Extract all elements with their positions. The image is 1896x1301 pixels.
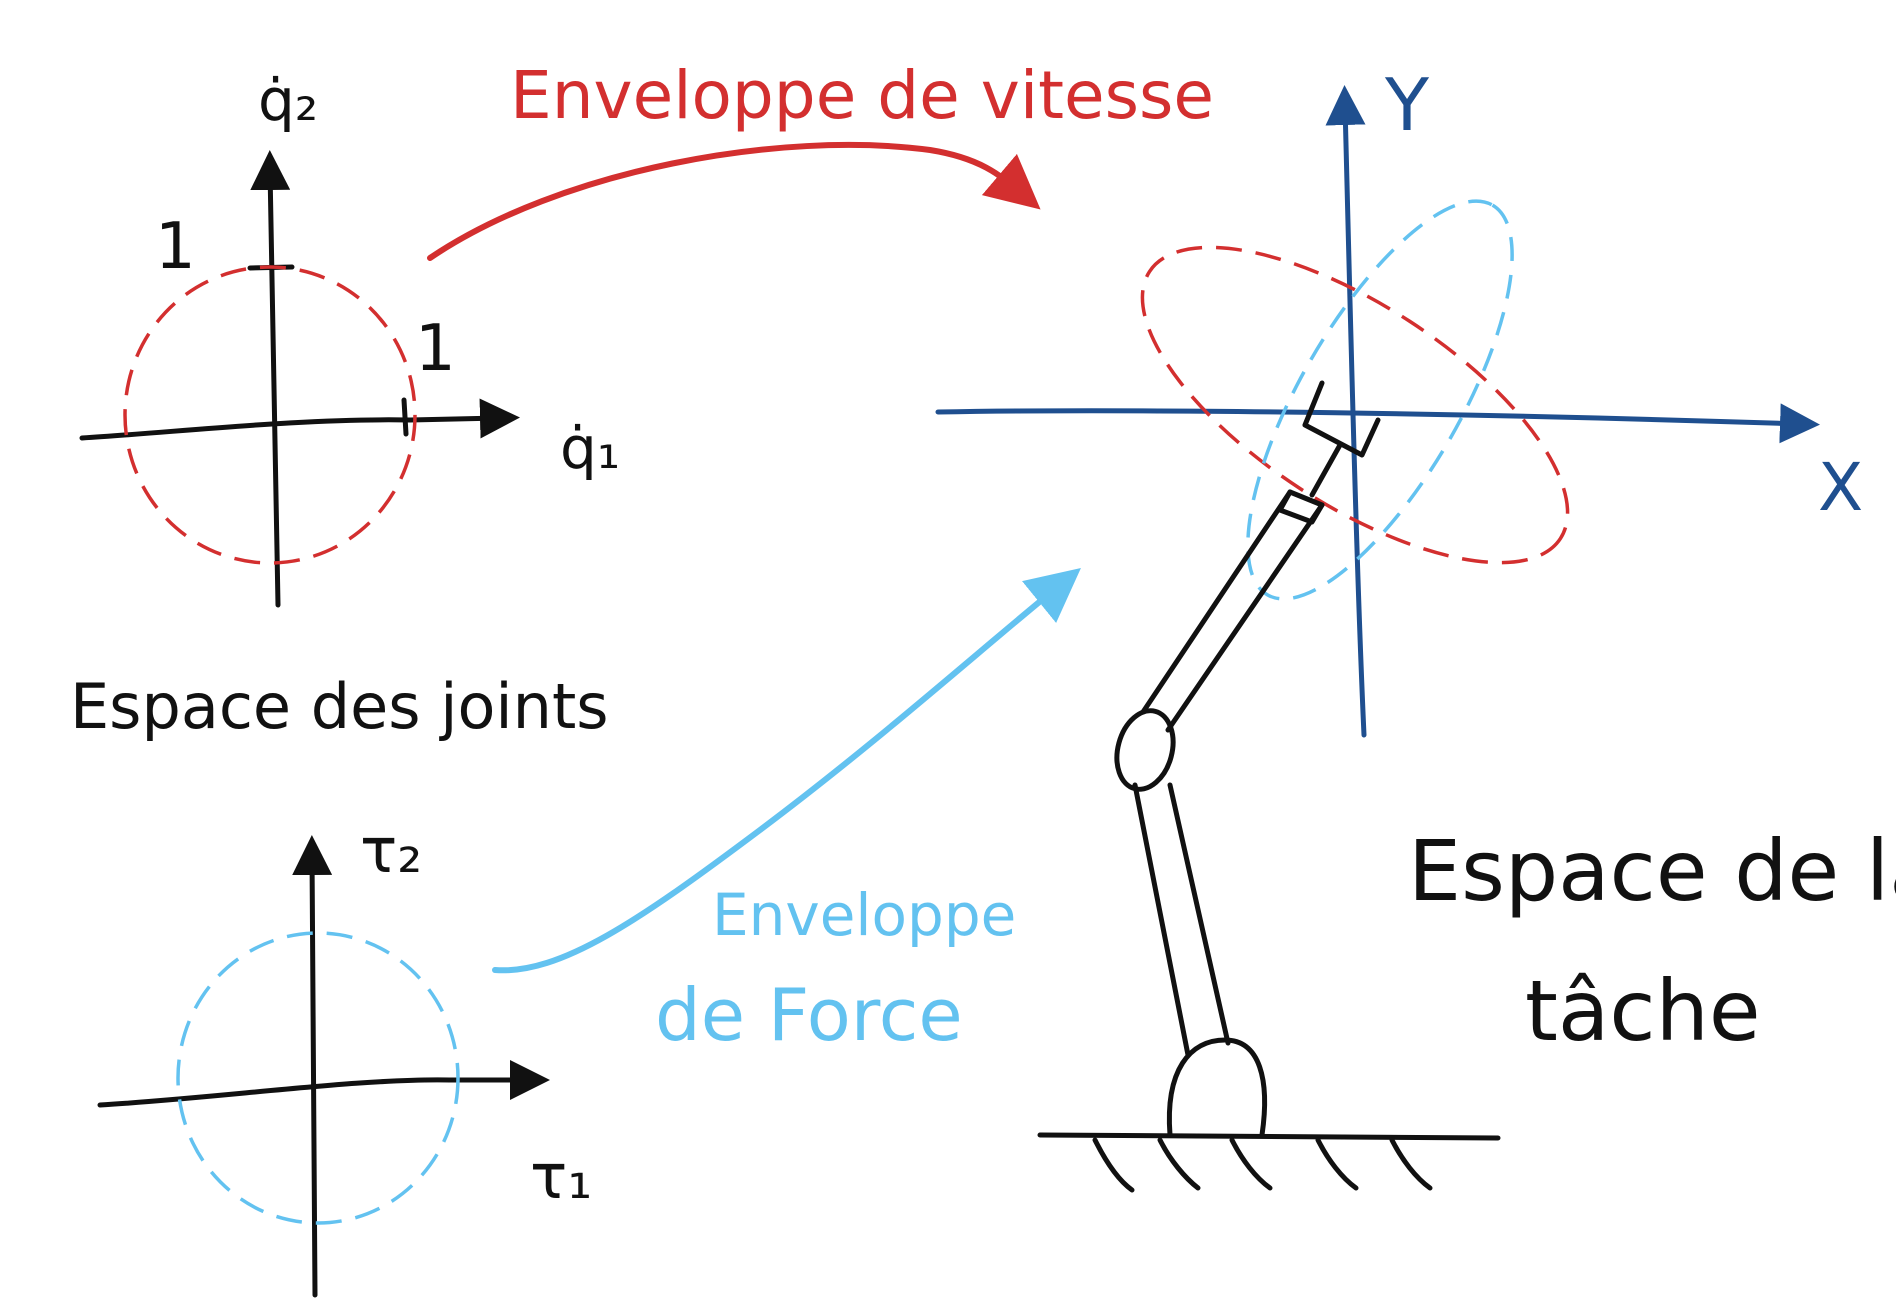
force-mapping-arrow [492, 567, 1081, 974]
joint-x-axis-label: q̇₁ [560, 414, 620, 482]
task-y-axis [1325, 85, 1367, 738]
task-force-ellipse [1246, 199, 1514, 601]
task-x-axis [935, 403, 1820, 444]
robot-arm [1037, 380, 1501, 1193]
ground-hatch-2 [1157, 1137, 1201, 1191]
task-space-title-line2: tâche [1525, 962, 1761, 1060]
robot-wrist [1277, 489, 1325, 525]
torque-space-plot: τ₂ τ₁ [97, 814, 592, 1298]
ground-line [1037, 1132, 1501, 1141]
task-y-axis-label: Y [1384, 63, 1430, 147]
joint-tick-y-label: 1 [155, 210, 196, 284]
velocity-envelope-label: Enveloppe de vitesse [510, 57, 1214, 134]
ground-hatch-1 [1092, 1137, 1135, 1193]
joint-y-axis-label: q̇₂ [258, 66, 318, 134]
task-space-title-line1: Espace de la [1408, 822, 1896, 920]
robot-lower-link [1132, 782, 1231, 1058]
ground-hatch-4 [1315, 1137, 1359, 1191]
force-envelope-label-line1: Enveloppe [712, 881, 1016, 949]
joint-space-plot: 1 1 q̇₂ q̇₁ Espace des joints [70, 66, 620, 743]
joint-y-axis [250, 150, 291, 608]
task-space-plot: Y X Espace de la tâche [935, 63, 1896, 1193]
ground-hatch-3 [1229, 1137, 1273, 1191]
joint-tick-x [401, 397, 409, 437]
torque-y-axis-label: τ₂ [360, 814, 422, 887]
torque-x-axis [97, 1060, 550, 1108]
torque-force-circle [176, 931, 460, 1225]
robot-upper-link [1140, 489, 1325, 733]
torque-y-axis [292, 835, 333, 1298]
velocity-mapping-arrow [427, 141, 1041, 261]
joint-tick-x-label: 1 [415, 312, 456, 386]
robot-elbow-joint [1114, 708, 1176, 792]
robot-base [1166, 1037, 1268, 1138]
torque-x-axis-label: τ₁ [530, 1140, 592, 1213]
force-envelope-label-line2: de Force [655, 973, 963, 1057]
task-x-axis-label: X [1818, 449, 1863, 526]
velocity-mapping: Enveloppe de vitesse [427, 57, 1214, 261]
joint-velocity-circle [123, 265, 417, 565]
joint-space-title: Espace des joints [70, 670, 609, 743]
robot-forearm [1309, 442, 1343, 498]
force-mapping: Enveloppe de Force [492, 567, 1081, 1057]
robot-gripper [1302, 380, 1381, 458]
task-velocity-ellipse [1140, 245, 1570, 565]
joint-x-axis [79, 398, 520, 441]
ground-hatch-5 [1389, 1137, 1433, 1191]
